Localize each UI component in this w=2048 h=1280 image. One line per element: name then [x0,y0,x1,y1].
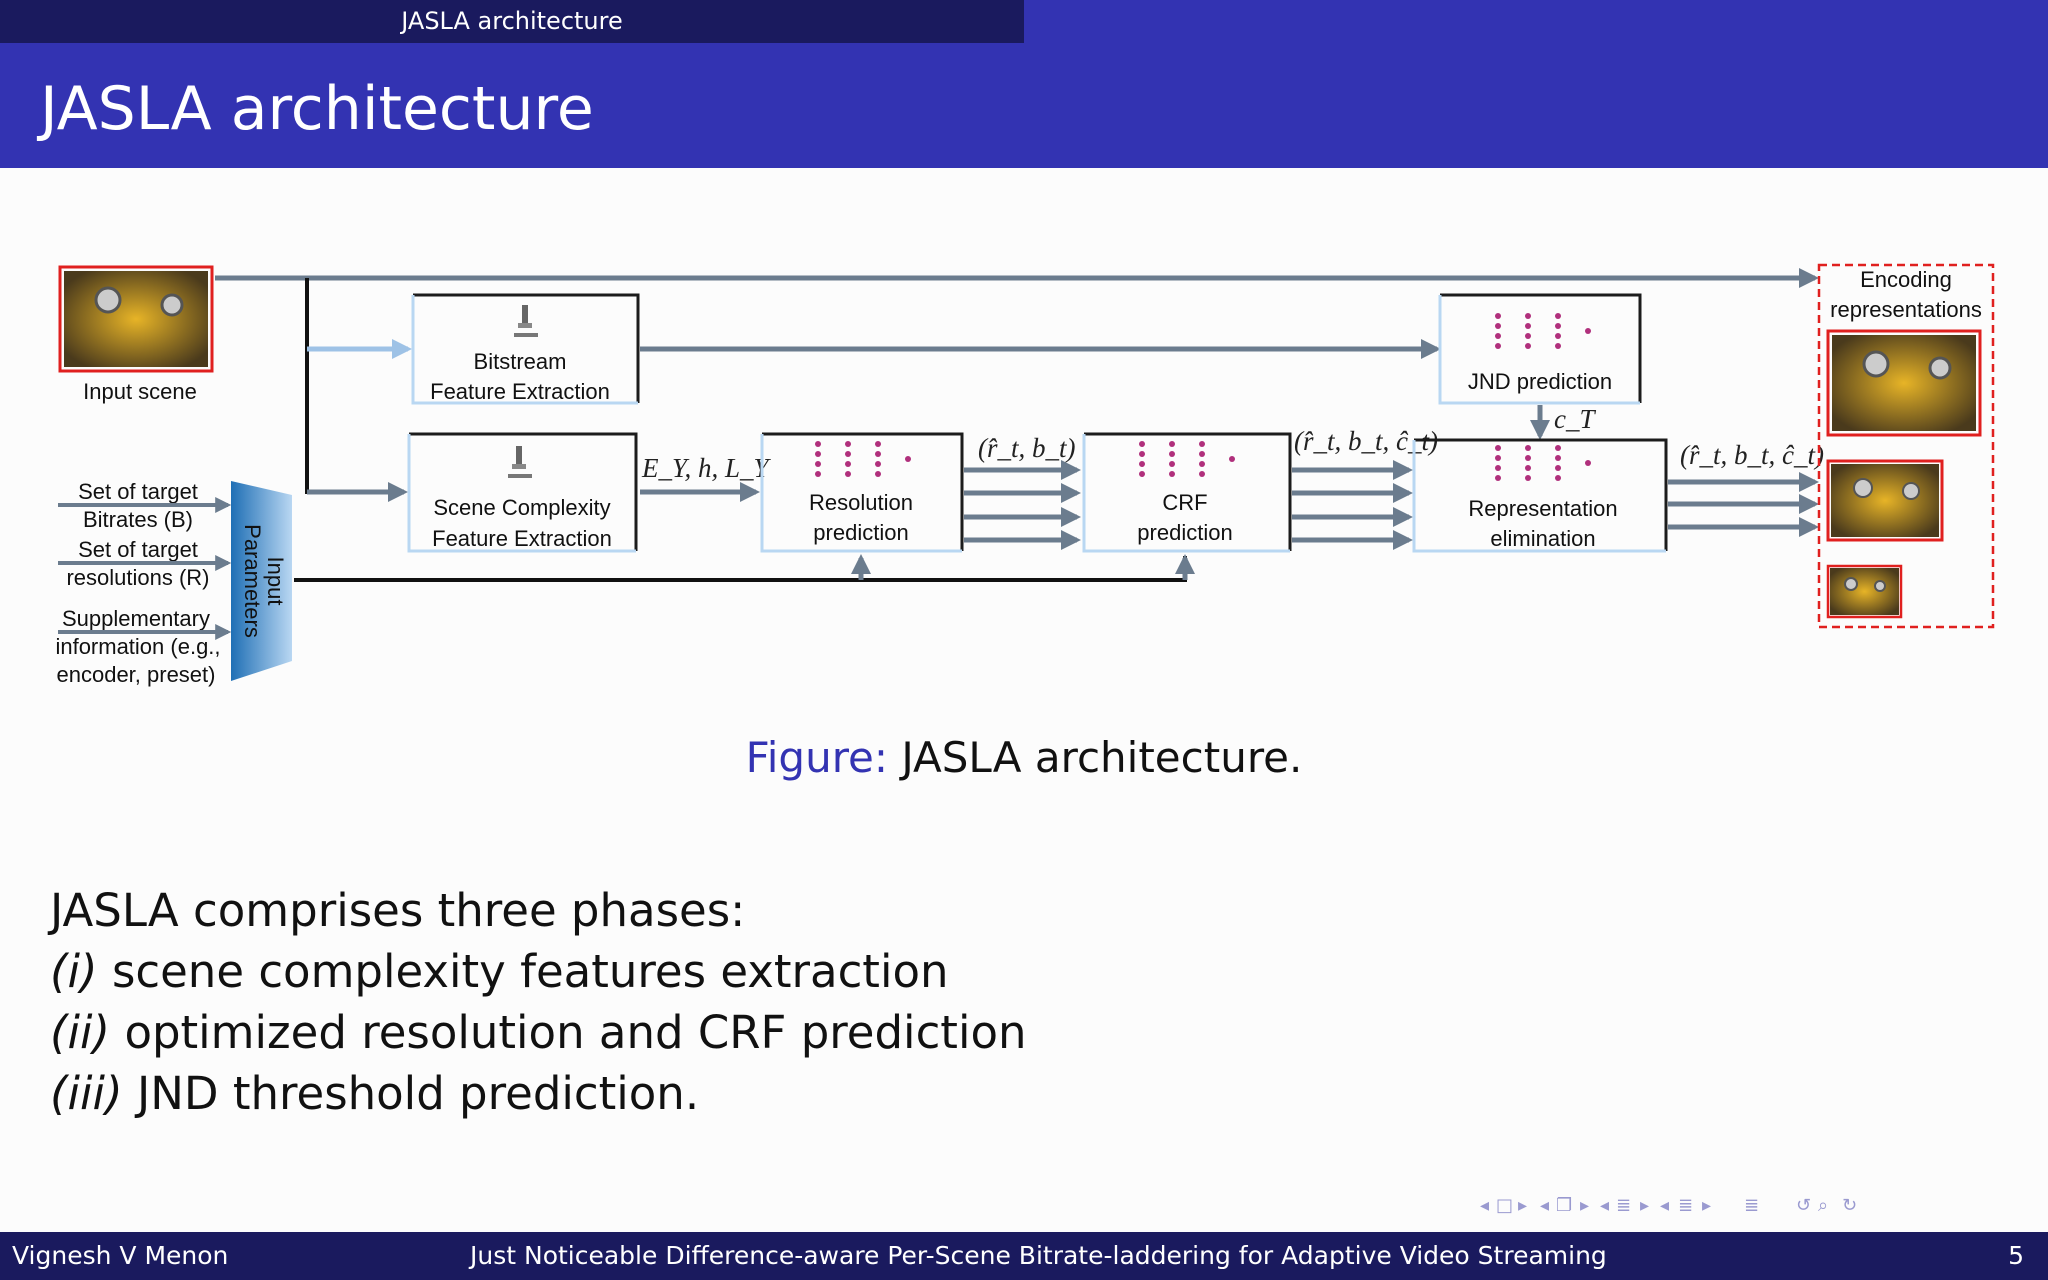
phase-text: optimized resolution and CRF prediction [124,1006,1027,1059]
nav-search-icon[interactable]: ⌕ [1818,1195,1829,1216]
nav-next-frame-icon[interactable]: ▸ [1518,1195,1528,1216]
beamer-navigation: ◂ □ ▸ ◂ ❐ ▸ ◂ ≣ ▸ ◂ ≣ ▸ ≣ ↺ ⌕ ↻ [1480,1195,2020,1219]
phase-text: JND threshold prediction. [136,1067,700,1120]
input-scene-label: Input scene [83,379,197,404]
nav-subsection-icon[interactable]: ❐ [1556,1195,1573,1216]
input-params-label-2: Parameters [240,524,265,638]
body-text: JASLA comprises three phases: (i) scene … [50,880,1027,1124]
input-parameters-block: Input Parameters [231,481,292,681]
nav-section-icon[interactable]: ≣ [1616,1195,1632,1216]
input-bitrates-1: Set of target [78,479,198,504]
crf-label-1: CRF [1162,490,1207,515]
header-section-label: JASLA architecture [401,7,623,35]
caption-text: JASLA architecture. [901,733,1303,782]
resolution-label-2: prediction [813,520,908,545]
footer-page-number: 5 [2008,1241,2024,1270]
neural-network-icon [1495,313,1591,349]
microscope-icon [508,446,532,478]
elim-label-2: elimination [1490,526,1595,551]
nav-prev-subsection-icon[interactable]: ◂ [1540,1195,1550,1216]
phase-item: (iii) JND threshold prediction. [50,1063,1027,1124]
nav-prev-section-icon[interactable]: ◂ [1600,1195,1610,1216]
footer-bar: Vignesh V Menon Just Noticeable Differen… [0,1232,2048,1280]
final-out-math: (r̂_t, b_t, ĉ_t) [1680,440,1824,470]
neural-network-icon [1495,445,1591,481]
nav-prev-doc-icon[interactable]: ◂ [1660,1195,1670,1216]
bitstream-label-2: Feature Extraction [430,379,610,404]
figure-caption: Figure: JASLA architecture. [0,733,2048,782]
footer-author: Vignesh V Menon [12,1241,229,1270]
neural-network-icon [1139,441,1235,477]
crf-to-elim-arrows [1292,460,1413,550]
nav-appendix-icon[interactable]: ≣ [1744,1195,1760,1216]
nav-next-subsection-icon[interactable]: ▸ [1580,1195,1590,1216]
elim-to-output-arrows [1668,472,1819,537]
phase-number: (iii) [50,1067,123,1120]
phase-number: (i) [50,945,98,998]
bitstream-feature-box: Bitstream Feature Extraction [411,293,640,405]
microscope-icon [514,305,538,337]
nav-forward-icon[interactable]: ↻ [1842,1195,1858,1216]
scene-label-1: Scene Complexity [433,495,610,520]
output-small-image [1826,564,1903,619]
bitstream-label-1: Bitstream [474,349,567,374]
scene-complexity-box: Scene Complexity Feature Extraction [407,432,638,553]
resolution-label-1: Resolution [809,490,913,515]
representation-elimination-box: Representation elimination [1412,438,1668,553]
jnd-out-math: c_T [1554,404,1596,434]
nav-doc-icon[interactable]: ≣ [1678,1195,1694,1216]
output-label-2: representations [1830,297,1982,322]
jnd-prediction-box: JND prediction [1438,293,1642,405]
phase-number: (ii) [50,1006,111,1059]
crf-label-2: prediction [1137,520,1232,545]
output-large-image [1826,329,1982,437]
frame-title-bar: JASLA architecture [0,43,2048,168]
encoding-representations-group: Encoding representations [1817,263,1995,629]
scene-label-2: Feature Extraction [432,526,612,551]
input-scene-image [58,265,214,373]
resolution-prediction-box: Resolution prediction [760,432,964,553]
header-section: JASLA architecture [0,0,1024,43]
phase-item: (i) scene complexity features extraction [50,941,1027,1002]
nav-next-section-icon[interactable]: ▸ [1640,1195,1650,1216]
phase-text: scene complexity features extraction [111,945,949,998]
input-resolutions-1: Set of target [78,537,198,562]
res-to-crf-arrows [964,460,1081,550]
crf-prediction-box: CRF prediction [1082,432,1292,553]
nav-back-icon[interactable]: ↺ [1796,1195,1812,1216]
nav-frame-icon[interactable]: □ [1496,1195,1514,1216]
frame-title: JASLA architecture [40,74,594,144]
input-resolutions-2: resolutions (R) [66,565,209,590]
header-bar: JASLA architecture [0,0,2048,43]
input-supplementary-2: information (e.g., [55,634,220,659]
footer-title: Just Noticeable Difference-aware Per-Sce… [470,1241,1607,1270]
caption-label: Figure: [745,733,889,782]
output-label-1: Encoding [1860,267,1952,292]
input-supplementary-3: encoder, preset) [57,662,216,687]
body-intro: JASLA comprises three phases: [50,884,746,937]
nav-next-doc-icon[interactable]: ▸ [1702,1195,1712,1216]
nav-prev-frame-icon[interactable]: ◂ [1480,1195,1490,1216]
output-medium-image [1826,459,1944,542]
input-params-label-1: Input [263,557,288,606]
jnd-label: JND prediction [1468,369,1612,394]
neural-network-icon [815,441,911,477]
features-math: E_Y, h, L_Y [641,453,772,483]
res-out-math: (r̂_t, b_t) [978,433,1076,463]
phase-item: (ii) optimized resolution and CRF predic… [50,1002,1027,1063]
elim-label-1: Representation [1468,496,1617,521]
input-supplementary-1: Supplementary [62,606,210,631]
input-bitrates-2: Bitrates (B) [83,507,193,532]
params-to-crf-line [294,556,1187,582]
